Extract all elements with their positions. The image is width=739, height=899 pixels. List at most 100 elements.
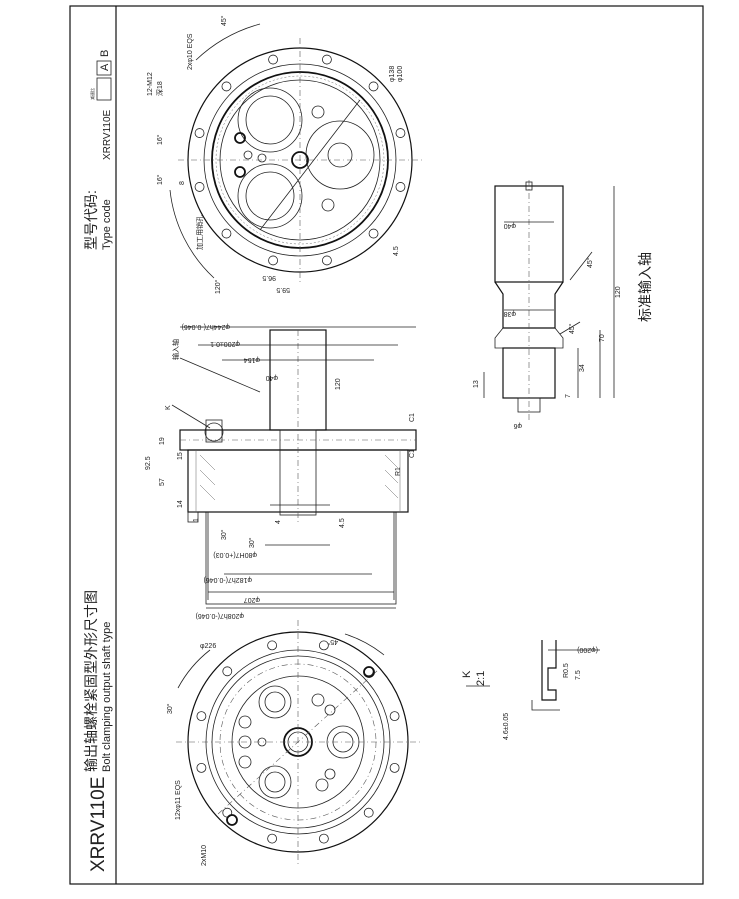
shaft-l7: 7 (565, 394, 572, 398)
input-shaft-caption: 标准输入轴 (637, 252, 653, 322)
type-code-block: 型号代码: Type code XRRV110E 减速比 A B (83, 50, 113, 250)
bolt-hole (395, 128, 406, 138)
ratio-box (96, 77, 112, 101)
chamfer-c1-a: C1 (409, 413, 416, 422)
dim-d138: φ138 (389, 66, 396, 82)
dim-45deg-right: 45° (220, 15, 228, 26)
shaft-d40: φ40 (504, 222, 516, 229)
dim-d208: φ208h7(-0.046) (195, 612, 244, 619)
dim-96-5: 96.5 (262, 274, 276, 281)
bolt-hole (267, 833, 278, 844)
dim-8: 8 (179, 181, 186, 185)
dim-l14: 14 (177, 500, 184, 508)
shaft-l120: 120 (615, 286, 622, 298)
dim-59-5: 59.5 (276, 286, 290, 293)
machining-pin-note: 加工用销孔 (195, 215, 204, 250)
shaft-l34: 34 (579, 364, 586, 372)
box-b-label: B (99, 50, 111, 57)
dim-m12-depth: 深18 (155, 81, 164, 96)
shaft-45deg-a: 45° (586, 257, 594, 268)
type-code-cn: 型号代码: (83, 190, 99, 250)
main-title-block: XRRV110E 输出轴螺栓紧固型外形尺寸图 Bolt clamping out… (83, 590, 113, 872)
dim-d40: φ40 (266, 374, 278, 381)
bolt-hole (196, 762, 207, 773)
bolt-hole (395, 182, 406, 192)
dim-d182: φ182h7(-0.046) (203, 576, 252, 583)
detail-k-r: R0.5 (563, 663, 570, 678)
bolt-hole (322, 54, 332, 65)
shaft-l13: 13 (473, 380, 480, 388)
chamfer-c1-b: C1 (409, 449, 416, 458)
model-number: XRRV110E (88, 777, 109, 872)
title-chinese: 输出轴螺栓紧固型外形尺寸图 (83, 590, 99, 772)
type-code-model: XRRV110E (102, 109, 113, 160)
shaft-l70: 70 (599, 334, 606, 342)
dim-l15: 15 (177, 452, 184, 460)
dim-bolt-eqs: 12xφ11 EQS (175, 780, 182, 820)
dim-120deg: 120° (214, 279, 222, 294)
bolt-hole (268, 255, 278, 266)
dim-l1: 1 (193, 518, 200, 522)
dim-d226: φ226 (200, 643, 216, 650)
shaft-d6: φ6 (513, 422, 522, 429)
dim-30deg-b: 30° (248, 537, 256, 548)
input-face-view (178, 38, 422, 282)
dim-d100: φ100 (397, 66, 404, 82)
bolt-hole (389, 762, 400, 773)
detail-k-chamfer: 7.5 (575, 670, 582, 680)
dim-l45: 4.5 (339, 518, 346, 528)
section-view (179, 329, 417, 605)
dim-l19: 19 (159, 437, 166, 445)
dim-d200: φ200±0.1 (210, 340, 240, 347)
output-face-view (176, 620, 420, 864)
shaft-d38: φ38 (504, 310, 516, 317)
dim-m10: 2xM10 (201, 845, 208, 866)
bolt-hole (267, 640, 278, 651)
detail-k-scale: 2:1 (475, 671, 487, 686)
box-a-label: A (99, 63, 111, 71)
box-a (96, 60, 112, 76)
bolt-hole (318, 833, 329, 844)
bolt-hole (389, 711, 400, 722)
dim-4-5: 4.5 (393, 246, 400, 256)
dim-m12: 12-M12 (147, 72, 154, 96)
detail-k: K 2:1 (φ200) 7.5 R0.5 4.6±0.05 (461, 640, 600, 740)
input-shaft-label: 输入轴 (171, 339, 180, 360)
dim-l120: 120 (335, 378, 342, 390)
dim-l92: 92.5 (145, 456, 152, 470)
dim-16deg-b: 16° (156, 174, 164, 185)
bolt-hole (368, 81, 379, 92)
dim-30deg-a: 30° (220, 529, 228, 540)
bolt-hole (194, 182, 205, 192)
dim-d154: φ154 (244, 356, 260, 363)
dim-d207: φ207 (244, 596, 260, 603)
bolt-hole (221, 228, 232, 239)
radius-r1: R1 (395, 467, 402, 476)
detail-k-label: K (461, 670, 473, 678)
dim-l57: 57 (159, 478, 166, 486)
dim-45deg-left: 45° (327, 638, 338, 646)
dim-16deg-a: 16° (156, 134, 164, 145)
section-k-label: K (165, 405, 172, 410)
dim-l4: 4 (275, 520, 282, 524)
bolt-hole (222, 666, 233, 677)
detail-k-d200: (φ200) (577, 646, 598, 653)
bolt-hole (322, 255, 332, 266)
bolt-hole (363, 807, 374, 818)
ratio-label: 减速比 (89, 88, 95, 100)
bolt-hole (221, 81, 232, 92)
bolt-hole (194, 128, 205, 138)
sheet-border (69, 5, 704, 885)
standard-input-shaft (494, 180, 564, 420)
dim-d80: φ80H7(+0.03) (213, 551, 257, 558)
bolt-hole (196, 711, 207, 722)
title-english: Bolt clamping output shaft type (101, 622, 113, 772)
bolt-hole (368, 228, 379, 239)
detail-k-marker (204, 422, 224, 442)
bolt-hole (318, 640, 329, 651)
dim-pin: 2xφ10 EQS (187, 33, 194, 70)
m10-hole-2 (363, 666, 375, 678)
type-code-en: Type code (101, 199, 113, 250)
detail-k-dim: 4.6±0.05 (503, 713, 510, 740)
